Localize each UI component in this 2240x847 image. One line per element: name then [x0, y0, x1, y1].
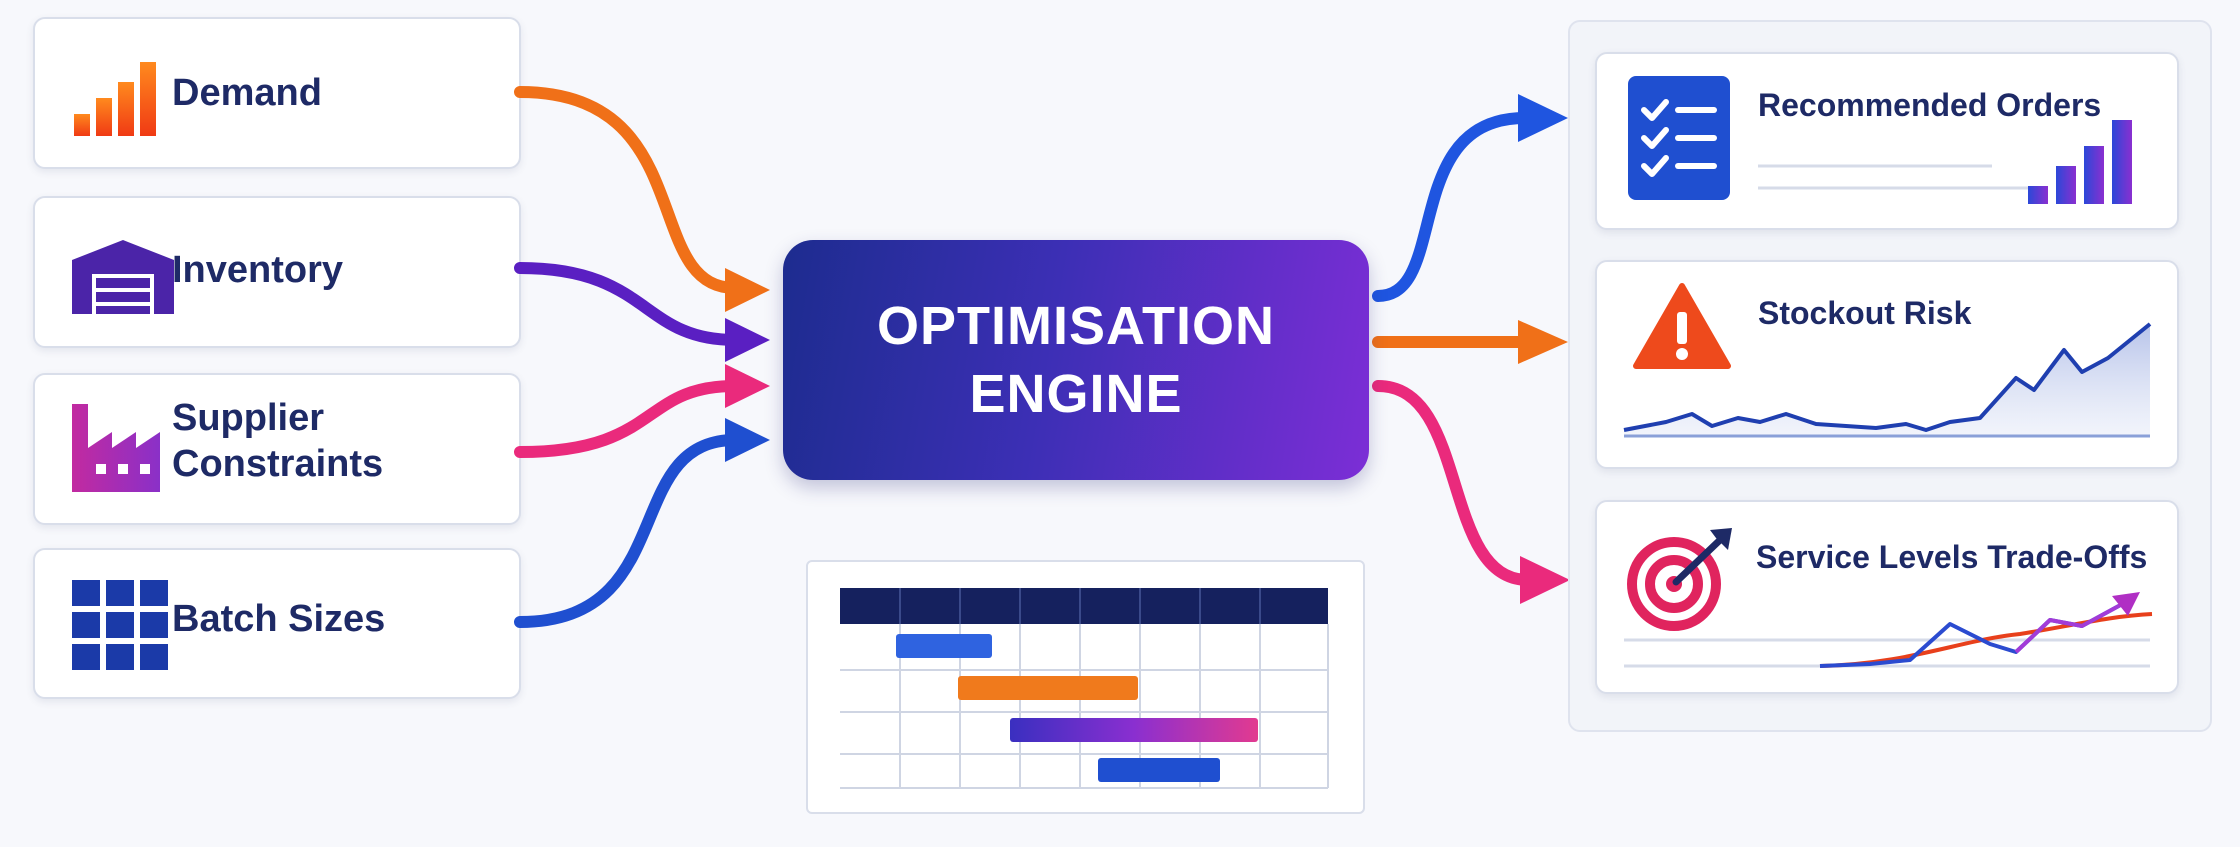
- input-label-demand: Demand: [172, 72, 322, 114]
- output-label-risk: Stockout Risk: [1758, 295, 1972, 331]
- grid-icon: [72, 580, 168, 670]
- target-icon: [1627, 528, 1732, 631]
- gantt-task-bar-1: [896, 634, 992, 658]
- gantt-task-bar-2: [958, 676, 1138, 700]
- gantt-task-bar-4: [1098, 758, 1220, 782]
- risk-arrowhead: [1518, 320, 1568, 364]
- input-card-demand: [33, 17, 521, 169]
- orders-bar-2: [2056, 166, 2076, 204]
- demand-arrowhead: [725, 268, 770, 312]
- supplier-arrowhead: [725, 364, 770, 408]
- gantt-chart-graphic: [840, 588, 1329, 789]
- checklist-icon: [1628, 76, 1730, 200]
- output-label-service: Service Levels Trade-Offs: [1756, 539, 2148, 575]
- orders-bar-4: [2112, 120, 2132, 204]
- stockout-risk-line-chart: [1623, 322, 2152, 438]
- orders-mini-graphic: [1758, 120, 2132, 204]
- service-arrowhead: [1520, 556, 1570, 604]
- input-label-batch: Batch Sizes: [172, 598, 386, 640]
- gantt-header-bar: [840, 588, 1328, 624]
- output-label-orders: Recommended Orders: [1758, 87, 2102, 123]
- supplier-flow-arrow: [514, 380, 741, 458]
- orders-bar-3: [2084, 146, 2104, 204]
- inventory-arrowhead: [725, 318, 770, 362]
- optimisation-engine: OPTIMISATION ENGINE: [783, 240, 1369, 480]
- batch-flow-arrow: [514, 434, 741, 628]
- batch-arrowhead: [725, 418, 770, 462]
- orders-flow-arrow: [1372, 112, 1531, 302]
- service-levels-trend-graphic: [1624, 592, 2153, 668]
- service-flow-arrow: [1372, 380, 1534, 586]
- input-label-inventory: Inventory: [172, 249, 344, 291]
- demand-flow-arrow: [514, 86, 741, 294]
- warehouse-icon: [72, 240, 174, 314]
- orders-bar-1: [2028, 186, 2048, 204]
- gantt-task-bar-3: [1010, 718, 1258, 742]
- inventory-flow-arrow: [514, 262, 741, 346]
- input-label-supplier: Supplier Constraints: [172, 397, 384, 485]
- gantt-schedule-card: [806, 560, 1365, 814]
- orders-arrowhead: [1518, 94, 1568, 142]
- bar-chart-icon: [74, 62, 156, 136]
- factory-icon: [72, 404, 160, 492]
- engine-title: OPTIMISATION ENGINE: [877, 296, 1275, 424]
- warning-icon: [1633, 283, 1731, 369]
